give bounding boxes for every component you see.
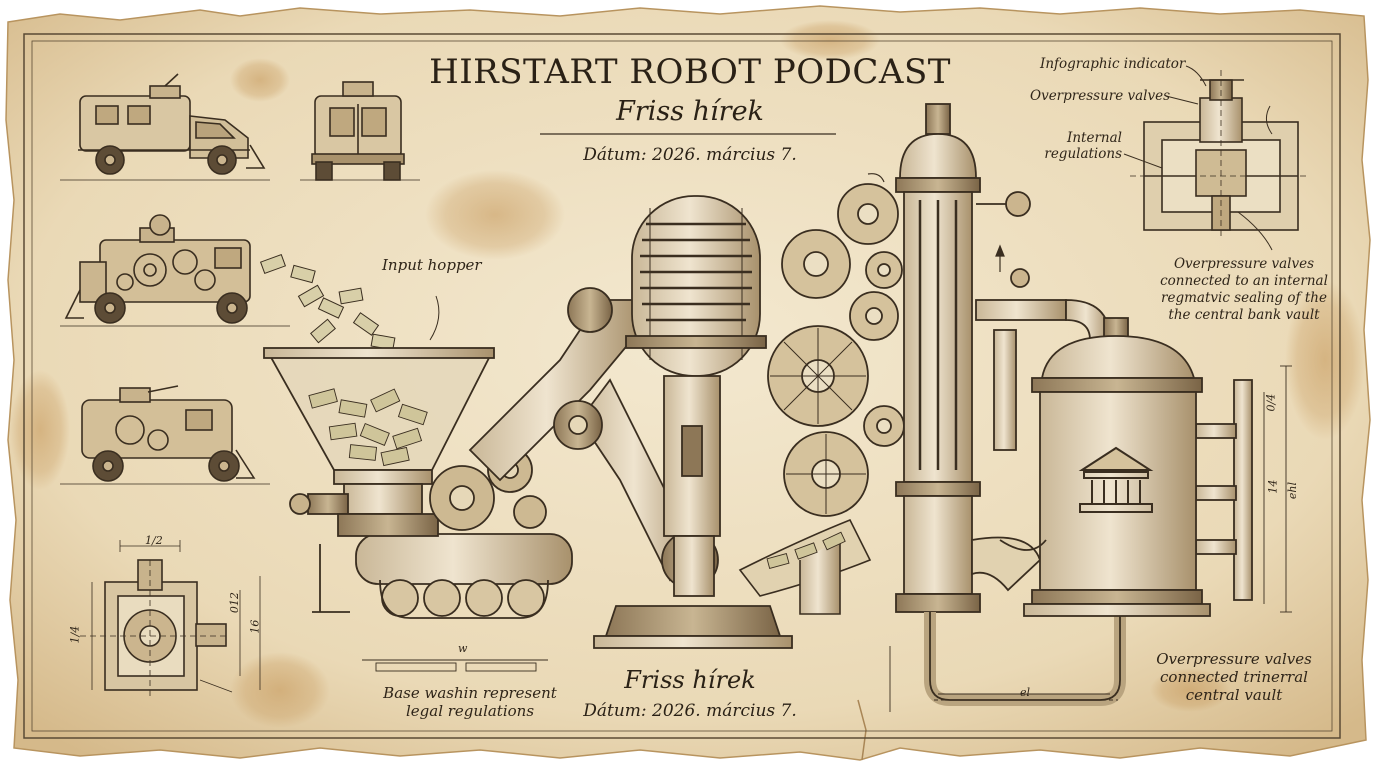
- callout-overpressure-central-vault: Overpressure valves connected trinerral …: [1156, 650, 1312, 704]
- dim-label-04: 0/4: [1264, 393, 1278, 412]
- podcast-title: HIRSTART ROBOT PODCAST: [429, 52, 951, 92]
- armored-truck-side-view: [60, 73, 270, 181]
- dim-label-012: 012: [227, 592, 241, 614]
- armored-truck-with-gears: [60, 214, 290, 327]
- armored-truck-rear-view: [300, 81, 420, 181]
- callout-input-hopper: Input hopper: [382, 256, 482, 274]
- callout-overpressure-valves: Overpressure valves: [1030, 88, 1171, 104]
- callout-base-washin: Base washin represent legal regulations: [383, 684, 557, 720]
- valve-cross-section: [1130, 70, 1310, 240]
- pump-cross-section: [80, 540, 261, 700]
- dim-label-w: w: [458, 642, 468, 655]
- callout-infographic-indicator: Infographic indicator: [1040, 56, 1186, 72]
- podcast-microphone: [593, 195, 793, 649]
- footer-subtitle: Friss hírek: [624, 666, 756, 694]
- armored-truck-three: [60, 385, 270, 485]
- central-bank-vault-tank: [999, 317, 1211, 617]
- callout-vault-sealing: Overpressure valves connected to an inte…: [1160, 256, 1328, 323]
- bank-icon: [1078, 446, 1154, 513]
- dim-label-14: 14: [1266, 479, 1280, 494]
- dim-label-half: 1/2: [145, 534, 163, 547]
- callout-internal-regulations: Internal regulations: [1044, 130, 1122, 163]
- dim-label-el: el: [1020, 686, 1031, 699]
- input-hopper-machine: [263, 347, 573, 619]
- dim-label-16: 16: [248, 619, 262, 634]
- dim-label-quarter: 1/4: [68, 625, 82, 644]
- flying-bills: [259, 253, 396, 351]
- news-subtitle: Friss hírek: [616, 96, 764, 127]
- broadcast-date: Dátum: 2026. március 7.: [583, 145, 797, 165]
- footer-date: Dátum: 2026. március 7.: [583, 701, 797, 721]
- gear-cluster: [767, 183, 905, 517]
- dim-label-ehl: ehl: [1285, 482, 1299, 500]
